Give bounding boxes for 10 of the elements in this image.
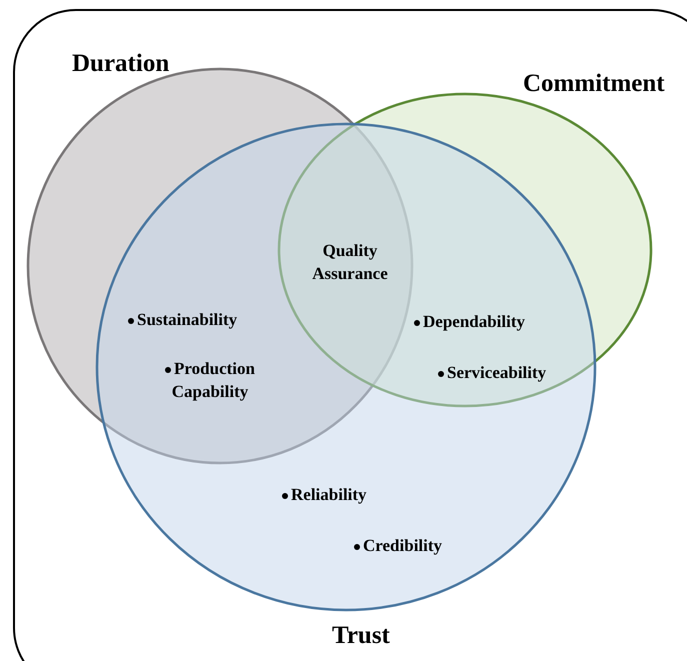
bullet-item: Reliability bbox=[282, 484, 367, 507]
bullet-item: Production Capability bbox=[150, 358, 270, 404]
bullet-item: Dependability bbox=[414, 311, 526, 334]
bullet-item: Serviceability bbox=[438, 362, 546, 385]
bullet-item: Credibility bbox=[354, 535, 442, 558]
circle-title: Commitment bbox=[523, 70, 665, 98]
bullet-item: Sustainability bbox=[128, 309, 238, 332]
overlap-label: Quality Assurance bbox=[311, 240, 389, 285]
circle-title: Duration bbox=[72, 50, 170, 78]
circle-title: Trust bbox=[332, 622, 390, 650]
